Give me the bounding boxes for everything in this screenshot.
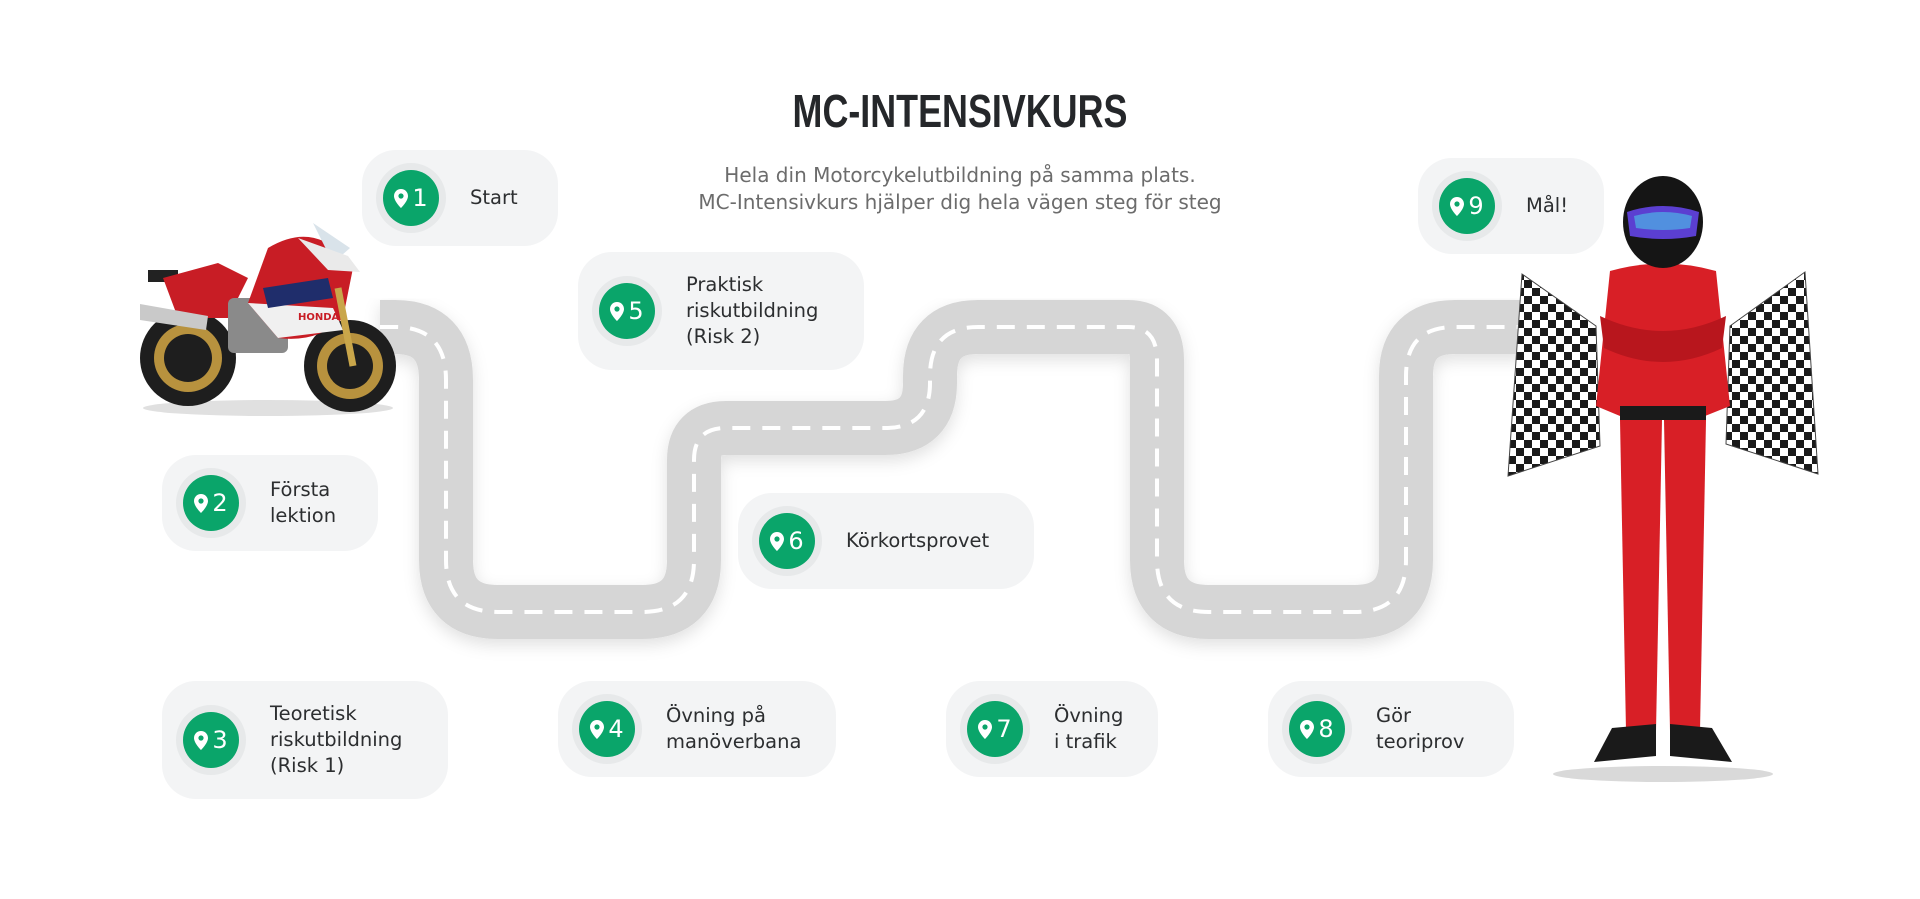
step-number: 8	[1318, 715, 1334, 743]
subtitle-line-2: MC-Intensivkurs hjälper dig hela vägen s…	[698, 190, 1222, 214]
racer-with-checkered-flags-image	[1507, 176, 1819, 782]
step-badge: 4	[579, 701, 635, 757]
step-number: 1	[412, 184, 428, 212]
map-pin-icon	[978, 719, 993, 739]
svg-text:HONDA: HONDA	[298, 312, 340, 323]
step-badge: 5	[599, 283, 655, 339]
step-number: 7	[996, 715, 1012, 743]
step-label: Första lektion	[270, 478, 337, 527]
step-badge: 9	[1439, 178, 1495, 234]
step-number: 9	[1468, 192, 1484, 220]
step-label: Körkortsprovet	[846, 529, 990, 552]
step-badge: 1	[383, 170, 439, 226]
map-pin-icon	[610, 301, 625, 321]
step-label: Gör teoriprov	[1376, 704, 1465, 753]
step-3-card: 3 Teoretisk riskutbildning (Risk 1)	[162, 681, 448, 799]
step-2-card: 2 Första lektion	[162, 455, 378, 551]
step-4-card: 4 Övning på manöverbana	[558, 681, 836, 777]
subtitle-line-1: Hela din Motorcykelutbildning på samma p…	[724, 163, 1196, 187]
step-number: 4	[608, 715, 624, 743]
step-number: 2	[212, 489, 228, 517]
step-badge: 8	[1289, 701, 1345, 757]
step-label: Övning på manöverbana	[666, 704, 802, 753]
page-title: MC-INTENSIVKURS	[792, 85, 1128, 137]
step-badge: 3	[183, 712, 239, 768]
map-pin-icon	[770, 531, 785, 551]
map-pin-icon	[194, 493, 209, 513]
map-pin-icon	[1450, 196, 1465, 216]
step-label: Övning i trafik	[1054, 704, 1124, 753]
map-pin-icon	[394, 188, 409, 208]
step-label: Mål!	[1526, 194, 1569, 217]
step-label: Praktisk riskutbildning (Risk 2)	[686, 273, 819, 348]
step-5-card: 5 Praktisk riskutbildning (Risk 2)	[578, 252, 864, 370]
step-badge: 2	[183, 475, 239, 531]
step-number: 3	[212, 726, 228, 754]
page-subtitle: Hela din Motorcykelutbildning på samma p…	[0, 162, 1920, 216]
step-label: Start	[470, 186, 518, 209]
map-pin-icon	[590, 719, 605, 739]
step-7-card: 7 Övning i trafik	[946, 681, 1158, 777]
step-badge: 6	[759, 513, 815, 569]
step-1-card: 1 Start	[362, 150, 558, 246]
motorcycle-image: HONDA	[140, 223, 396, 416]
step-badge: 7	[967, 701, 1023, 757]
step-8-card: 8 Gör teoriprov	[1268, 681, 1514, 777]
map-pin-icon	[1300, 719, 1315, 739]
step-9-card: 9 Mål!	[1418, 158, 1604, 254]
step-number: 6	[788, 527, 804, 555]
map-pin-icon	[194, 730, 209, 750]
step-number: 5	[628, 297, 644, 325]
step-6-card: 6 Körkortsprovet	[738, 493, 1034, 589]
step-label: Teoretisk riskutbildning (Risk 1)	[270, 702, 403, 777]
